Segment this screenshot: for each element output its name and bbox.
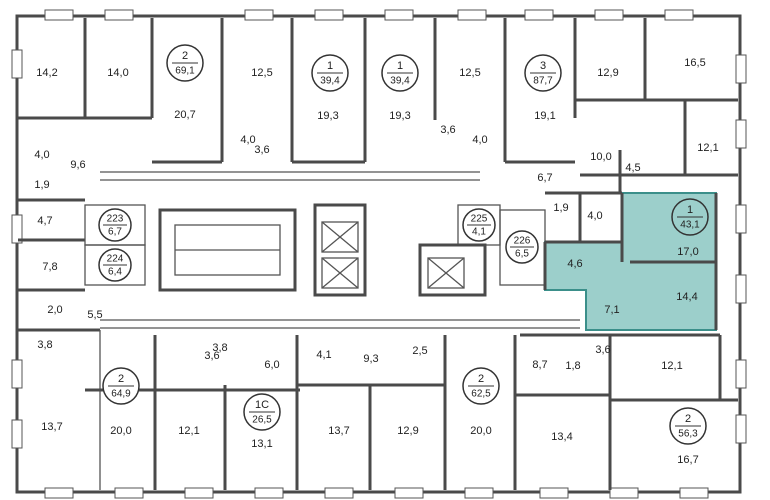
storage-area: 4,1 <box>472 227 486 238</box>
room-area-label: 14,4 <box>676 291 697 303</box>
unit-badge[interactable]: 264,9 <box>102 367 140 405</box>
room-area-label: 19,3 <box>389 110 410 122</box>
room-area-label: 12,5 <box>459 67 480 79</box>
room-area-label: 6,7 <box>537 172 552 184</box>
room-area-label: 8,7 <box>532 359 547 371</box>
room-area-label: 3,8 <box>212 342 227 354</box>
room-area-label: 1,9 <box>553 202 568 214</box>
storage-number: 226 <box>514 236 531 247</box>
storage-area: 6,7 <box>108 227 122 238</box>
unit-area: 87,7 <box>533 76 553 87</box>
room-area-label: 12,1 <box>697 142 718 154</box>
outer-walls <box>15 14 742 494</box>
room-area-label: 4,0 <box>240 134 255 146</box>
room-area-label: 10,0 <box>590 151 611 163</box>
room-area-label: 14,0 <box>107 67 128 79</box>
room-area-label: 6,0 <box>264 359 279 371</box>
unit-area: 62,5 <box>471 389 491 400</box>
room-area-label: 7,1 <box>604 304 619 316</box>
unit-area: 39,4 <box>320 76 340 87</box>
storage-area: 6,5 <box>515 249 529 260</box>
unit-area: 26,5 <box>252 415 272 426</box>
room-area-label: 19,1 <box>534 110 555 122</box>
storage-number: 225 <box>471 214 488 225</box>
room-area-label: 9,6 <box>70 159 85 171</box>
room-area-label: 14,2 <box>36 67 57 79</box>
unit-type: 1С <box>255 399 269 411</box>
unit-area: 43,1 <box>680 220 700 231</box>
unit-badge[interactable]: 139,4 <box>381 54 419 92</box>
room-area-label: 7,8 <box>42 261 57 273</box>
room-area-label: 4,1 <box>316 349 331 361</box>
room-area-label: 12,5 <box>251 67 272 79</box>
room-area-label: 20,7 <box>174 109 195 121</box>
room-area-label: 19,3 <box>317 110 338 122</box>
room-area-label: 17,0 <box>677 246 698 258</box>
room-area-label: 9,3 <box>363 353 378 365</box>
storage-number: 223 <box>107 214 124 225</box>
room-area-label: 2,0 <box>47 304 62 316</box>
unit-type: 1 <box>327 60 333 72</box>
unit-area: 39,4 <box>390 76 410 87</box>
room-area-label: 16,7 <box>677 454 698 466</box>
unit-area: 56,3 <box>678 429 698 440</box>
unit-badge[interactable]: 387,7 <box>524 54 562 92</box>
unit-type: 2 <box>478 373 484 385</box>
room-area-label: 1,8 <box>565 360 580 372</box>
room-area-label: 4,5 <box>625 162 640 174</box>
room-area-label: 4,7 <box>37 215 52 227</box>
unit-badge[interactable]: 269,1 <box>166 44 204 82</box>
room-area-label: 13,7 <box>41 421 62 433</box>
room-area-label: 12,9 <box>397 425 418 437</box>
room-area-label: 16,5 <box>684 57 705 69</box>
room-area-label: 4,0 <box>472 134 487 146</box>
room-area-label: 4,0 <box>34 149 49 161</box>
room-area-label: 2,5 <box>412 345 427 357</box>
windows <box>11 9 747 499</box>
room-area-label: 20,0 <box>110 425 131 437</box>
unit-type: 2 <box>685 413 691 425</box>
interior-walls <box>18 18 738 490</box>
room-area-label: 12,1 <box>661 360 682 372</box>
unit-area: 69,1 <box>175 66 195 77</box>
unit-badge[interactable]: 1С 26,5 <box>243 393 281 431</box>
room-area-label: 13,7 <box>328 425 349 437</box>
unit-type: 3 <box>540 60 546 72</box>
room-area-label: 3,6 <box>440 124 455 136</box>
unit-type: 1 <box>397 60 403 72</box>
room-area-label: 20,0 <box>470 425 491 437</box>
room-area-label: 3,6 <box>254 144 269 156</box>
unit-badge[interactable]: 143,1 <box>671 198 709 236</box>
room-area-label: 3,6 <box>595 344 610 356</box>
room-area-label: 12,1 <box>178 425 199 437</box>
unit-type: 1 <box>687 204 693 216</box>
room-area-label: 12,9 <box>597 67 618 79</box>
storage-number: 224 <box>107 254 124 265</box>
room-area-label: 13,4 <box>551 431 572 443</box>
room-area-label: 5,5 <box>87 309 102 321</box>
unit-badge[interactable]: 262,5 <box>462 367 500 405</box>
storage-area: 6,4 <box>108 267 122 278</box>
unit-type: 2 <box>182 50 188 62</box>
room-area-label: 4,6 <box>567 258 582 270</box>
unit-type: 2 <box>118 373 124 385</box>
room-area-label: 3,8 <box>37 339 52 351</box>
room-area-label: 1,9 <box>34 179 49 191</box>
unit-badge[interactable]: 256,3 <box>669 407 707 445</box>
unit-badge[interactable]: 139,4 <box>311 54 349 92</box>
room-area-label: 4,0 <box>587 210 602 222</box>
room-area-label: 13,1 <box>251 438 272 450</box>
room-area-label: 3,6 <box>204 350 219 362</box>
unit-area: 64,9 <box>111 389 131 400</box>
